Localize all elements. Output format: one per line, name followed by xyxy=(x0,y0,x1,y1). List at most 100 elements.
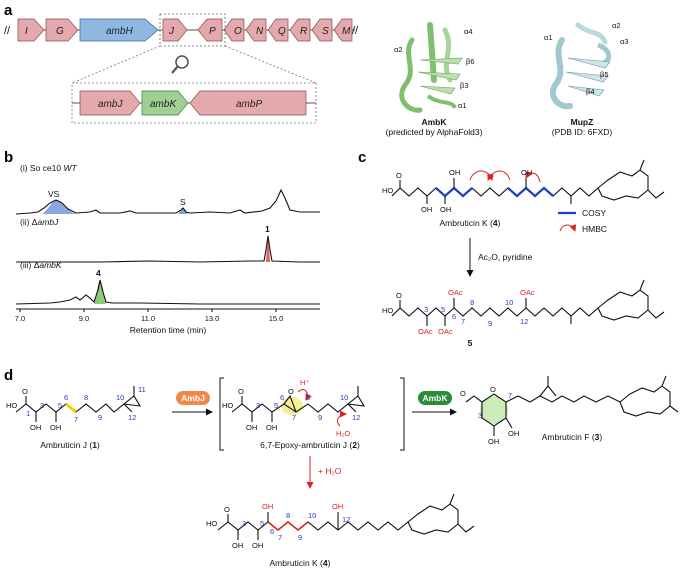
peak-label-s: S xyxy=(180,197,186,207)
atom-o-4: O xyxy=(224,505,230,514)
gene-Q xyxy=(267,18,289,42)
gene-label-N: N xyxy=(256,26,264,37)
trace-ambk xyxy=(15,279,320,305)
peak-label-4: 4 xyxy=(96,268,101,278)
atom-oh-12-top: OH xyxy=(521,168,532,177)
gene-G xyxy=(45,18,79,42)
num-7-d4: 7 xyxy=(278,533,282,542)
atom-oh-3b: OH xyxy=(488,437,499,446)
ambruticin-k-structure-top xyxy=(391,159,665,204)
break-mark-right: // xyxy=(352,25,359,37)
legend-cosy-hmbc: COSY HMBC xyxy=(558,208,607,234)
enzyme-badge-ambj xyxy=(176,391,210,405)
num-6-d4: 6 xyxy=(270,527,274,536)
num-3-d2: 3 xyxy=(256,401,260,410)
atom-oac-5: OAc xyxy=(438,327,453,336)
atom-ho-2: HO xyxy=(222,401,233,410)
num-5-c: 5 xyxy=(441,305,445,314)
num-9-d: 9 xyxy=(98,413,102,422)
atom-oh-12-4: OH xyxy=(332,502,343,511)
gene-N xyxy=(245,18,267,42)
zoom-region-box xyxy=(159,13,226,47)
panel-label-d: d xyxy=(4,367,13,384)
ambk-note: (predicted by AlphaFold3) xyxy=(386,127,483,137)
num-8-d: 8 xyxy=(84,393,88,402)
gene-label-O: O xyxy=(234,26,242,37)
num-5-d: 5 xyxy=(58,401,62,410)
num-5-d2: 5 xyxy=(274,401,278,410)
atom-oh-5-top: OH xyxy=(440,205,451,214)
num-10-d: 10 xyxy=(116,393,124,402)
gene-label-P: P xyxy=(209,26,216,37)
atom-oac-6: OAc xyxy=(448,288,463,297)
atom-oh-6-4: OH xyxy=(262,502,273,511)
gene-label-ambK: ambK xyxy=(150,99,177,110)
tick-label-15: 15.0 xyxy=(269,314,284,323)
num-6-d: 6 xyxy=(64,393,68,402)
num-7-d3: 7 xyxy=(508,391,512,400)
gene-label-M: M xyxy=(342,26,351,37)
ambruticin-k-structure-bottom xyxy=(217,493,475,540)
compound-name-3: Ambruticin F (3) xyxy=(542,432,603,442)
x-axis-label: Retention time (min) xyxy=(130,325,207,335)
num-1-d: 1 xyxy=(26,409,30,418)
gene-label-Q: Q xyxy=(278,26,286,37)
atom-oh-6-top: OH xyxy=(449,168,460,177)
num-3-c: 3 xyxy=(424,305,428,314)
atom-oh-3-4: OH xyxy=(232,541,243,550)
gene-ambH xyxy=(79,18,159,42)
tick-label-11: 11.0 xyxy=(141,314,155,323)
compound-5-structure xyxy=(391,279,665,326)
num-3-d: 3 xyxy=(40,401,44,410)
atom-oac-12: OAc xyxy=(520,288,535,297)
legend-cosy: COSY xyxy=(582,208,606,218)
gene-S xyxy=(311,18,333,42)
trace-label-ambk: (iii) ΔambK xyxy=(20,260,62,270)
gene-label-G: G xyxy=(56,26,64,37)
atom-o-top: O xyxy=(396,171,402,180)
num-11-d: 11 xyxy=(138,385,146,394)
trace-wt xyxy=(15,188,320,215)
num-8-d4: 8 xyxy=(286,511,290,520)
atom-ring-o-3: O xyxy=(490,385,496,394)
trace-wt-fill-s xyxy=(178,208,188,214)
atom-oh-5-4: OH xyxy=(252,541,263,550)
epoxide-bracket xyxy=(219,377,405,451)
compound-name-1: Ambruticin J (1) xyxy=(40,440,100,450)
num-12-d: 12 xyxy=(128,413,136,422)
num-10-d2: 10 xyxy=(340,393,348,402)
num-5-d4: 5 xyxy=(260,519,264,528)
gene-R xyxy=(289,18,311,42)
gene-O xyxy=(223,18,245,42)
tick-label-13: 13.0 xyxy=(205,314,220,323)
ambk-structure-cartoon: α4 α2 β6 β3 α1 xyxy=(394,22,475,113)
gene-label-ambP: ambP xyxy=(236,99,262,110)
gene-P xyxy=(197,18,223,42)
num-9-c: 9 xyxy=(488,319,492,328)
enzyme-label-ambk: AmbK xyxy=(422,393,448,403)
trace-ambj-fill xyxy=(266,236,270,262)
panel-label-b: b xyxy=(4,149,13,166)
h-plus-label: H⁺ xyxy=(300,378,309,387)
mupz-name: MupZ xyxy=(571,117,594,127)
atom-epoxide-o: O xyxy=(288,387,294,396)
trace-wt-fill-vs xyxy=(42,200,76,214)
num-10-d4: 10 xyxy=(308,511,316,520)
gene-label-ambH: ambH xyxy=(106,26,133,37)
ambruticin-f-structure xyxy=(465,375,679,436)
ambk-label-a2: α2 xyxy=(394,45,403,54)
water-label: + H₂O xyxy=(318,466,342,476)
atom-o-3: O xyxy=(460,389,466,398)
h2o-label: H₂O xyxy=(336,429,350,438)
atom-oac-3: OAc xyxy=(418,327,433,336)
num-3-d3: 3 xyxy=(478,411,482,420)
reagent-label: Ac₂O, pyridine xyxy=(478,252,533,262)
peak-label-1: 1 xyxy=(265,224,270,234)
num-7-d2: 7 xyxy=(292,413,296,422)
num-7-d: 7 xyxy=(74,415,78,424)
atom-oh-5-1: OH xyxy=(50,423,61,432)
ambk-label-b3: β3 xyxy=(460,81,469,90)
num-9-d2: 9 xyxy=(318,413,322,422)
num-12-d2: 12 xyxy=(352,413,360,422)
atom-oh-3-top: OH xyxy=(421,205,432,214)
